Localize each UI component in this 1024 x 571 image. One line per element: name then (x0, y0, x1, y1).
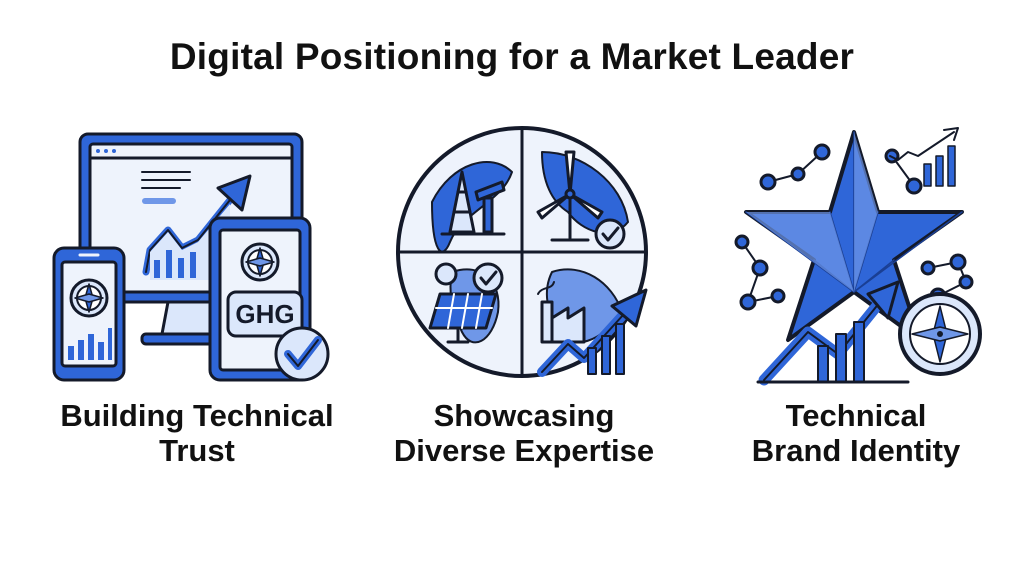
network-nodes-icon (734, 143, 974, 311)
star-icon (744, 130, 964, 342)
panel-brand-identity-illustration (728, 122, 988, 387)
solar-panel-icon (428, 262, 498, 344)
trend-arrow-icon (537, 288, 648, 377)
globe-illustration (396, 126, 648, 378)
compass-icon (240, 242, 280, 282)
caption-line-2: Brand Identity (751, 433, 961, 468)
checkmark-icon (594, 218, 626, 250)
caption-line-1: Building Technical (60, 398, 334, 433)
trend-arrow-icon (756, 280, 910, 386)
wind-turbine-icon (536, 150, 604, 242)
ghg-badge-text: GHG (235, 299, 294, 329)
caption-line-2: Diverse Expertise (393, 433, 655, 468)
caption-line-2: Trust (159, 433, 235, 468)
panel-diverse-expertise-illustration (392, 122, 662, 387)
smartphone-icon (52, 246, 126, 382)
panel-caption-diverse-expertise: Showcasing Diverse Expertise (354, 398, 694, 468)
panel-caption-brand-identity: Technical Brand Identity (686, 398, 1024, 468)
checkmark-icon (472, 262, 504, 294)
factory-icon (537, 281, 586, 344)
devices-illustration: GHG (52, 132, 330, 382)
caption-line-1: Technical (785, 398, 927, 433)
bar-chart-icon (889, 127, 959, 187)
bar-chart-icon (68, 328, 112, 360)
checkmark-icon (274, 326, 330, 382)
caption-line-1: Showcasing (433, 398, 615, 433)
compass-icon (898, 292, 982, 376)
page-title: Digital Positioning for a Market Leader (169, 36, 855, 77)
panel-caption-technical-trust: Building Technical Trust (27, 398, 367, 468)
panel-technical-trust-illustration: GHG (50, 122, 340, 387)
compass-icon (69, 278, 109, 318)
oil-rig-icon (440, 170, 506, 236)
star-illustration (734, 127, 982, 386)
